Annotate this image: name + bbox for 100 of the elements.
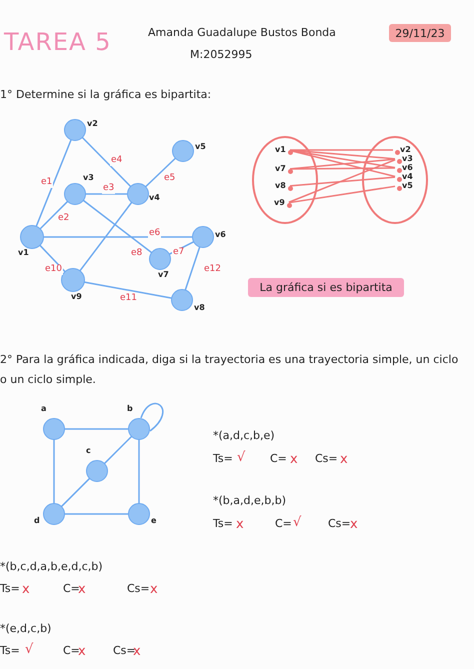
result-mark: x [78,644,86,660]
result-label: C= [63,644,80,658]
graph-edge [39,244,66,272]
vertex-circle [128,503,150,525]
vertex-label: v5 [402,182,413,190]
result-mark: x [150,582,158,598]
vertex-label: b [127,405,133,413]
graph-edge [145,158,176,188]
vertex-circle [43,418,65,440]
path-sequence: *(b,a,d,e,b,b) [213,494,286,508]
result-label: C= [270,452,287,466]
result-label: Cs= [127,582,150,596]
edge-label: e4 [110,156,124,166]
result-label: Ts= [213,517,233,530]
vertex-circle [20,225,44,249]
result-mark: √ [293,515,302,531]
vertex-label: v6 [402,164,413,172]
vertex-label: v4 [149,194,160,202]
date-badge: 29/11/23 [389,24,451,42]
set-ellipse [252,136,318,224]
result-label: Ts= [0,582,20,596]
graph-edge [44,236,192,238]
page-title: TAREA 5 [4,28,112,57]
path-sequence: *(b,c,d,a,b,e,d,c,b) [0,560,103,574]
author-name: Amanda Guadalupe Bustos Bonda [148,26,336,40]
result-label: Ts= [213,452,233,466]
graph-edge [104,436,132,464]
vertex-circle [64,119,86,141]
graph-edge [86,193,128,195]
vertex-circle [128,418,150,440]
question-text: 2° Para la gráfica indicada, diga si la trayectoria es una trayectoria simple, un ciclo o un ciclo simple. [0,352,460,388]
graph-edge [53,440,55,504]
vertex-circle [172,140,194,162]
answer-highlight: La gráfica si es bipartita [248,278,404,296]
vertex-label: v7 [158,271,169,279]
vertex-circle [192,226,214,248]
vertex-circle [171,289,193,311]
graph-edge [79,202,132,272]
vertex-dot [396,158,402,164]
vertex-dot [396,186,402,190]
graph-edge [40,200,68,230]
vertex-circle [64,183,86,205]
vertex-dot [286,202,292,208]
vertex-dot [288,150,292,154]
set-ellipse [362,136,428,224]
vertex-label: v3 [83,174,94,182]
result-mark: √ [25,642,34,658]
result-mark: x [22,582,30,598]
student-id: M:2052995 [190,48,252,62]
graph-edge [64,428,128,430]
vertex-dot [288,186,292,190]
vertex-label: d [34,517,40,525]
path-sequence: *(a,d,c,b,e) [213,429,275,442]
vertex-label: c [86,447,91,455]
result-mark: x [236,517,244,533]
vertex-label: v7 [275,165,286,173]
result-label: Ts= [0,644,20,658]
graph-edge [64,513,128,515]
result-mark: x [78,582,86,598]
result-mark: x [133,644,141,660]
edge-label: e6 [148,229,162,239]
result-label: Cs= [315,452,338,466]
vertex-label: v1 [275,146,286,154]
question-text: 1° Determine si la gráfica es bipartita: [0,88,212,102]
result-mark: x [340,452,348,468]
vertex-label: v5 [195,143,206,151]
vertex-label: v2 [400,146,411,154]
vertex-label: v8 [194,304,205,312]
edge-label: e10 [44,265,63,275]
graph-edge [36,139,72,227]
graph-edge [140,402,164,432]
graph-edge [60,478,90,508]
graph-edge [288,186,396,204]
vertex-label: v9 [71,293,82,301]
vertex-dot [396,176,402,182]
edge-label: e1 [40,178,54,188]
path-sequence: *(e,d,c,b) [0,622,52,636]
vertex-circle [61,268,85,292]
result-label: C= [63,582,80,596]
vertex-circle [86,460,108,482]
graph-edge [82,200,152,254]
graph-edge [138,440,140,504]
vertex-label: v4 [402,173,413,181]
vertex-label: v2 [87,120,98,128]
result-mark: √ [237,450,246,466]
vertex-dot [288,168,292,174]
vertex-label: a [41,405,46,413]
vertex-label: v6 [215,231,226,239]
result-mark: x [350,517,358,533]
vertex-dot [396,168,402,172]
edge-label: e3 [102,184,116,194]
graph-edge [290,149,396,160]
vertex-dot [394,150,400,154]
graph-edge [169,241,194,255]
graph-edge [82,136,132,188]
vertex-circle [149,248,171,270]
graph-edge [184,246,200,290]
vertex-label: v8 [275,182,286,190]
vertex-circle [127,183,149,205]
graph-edge [84,281,172,299]
